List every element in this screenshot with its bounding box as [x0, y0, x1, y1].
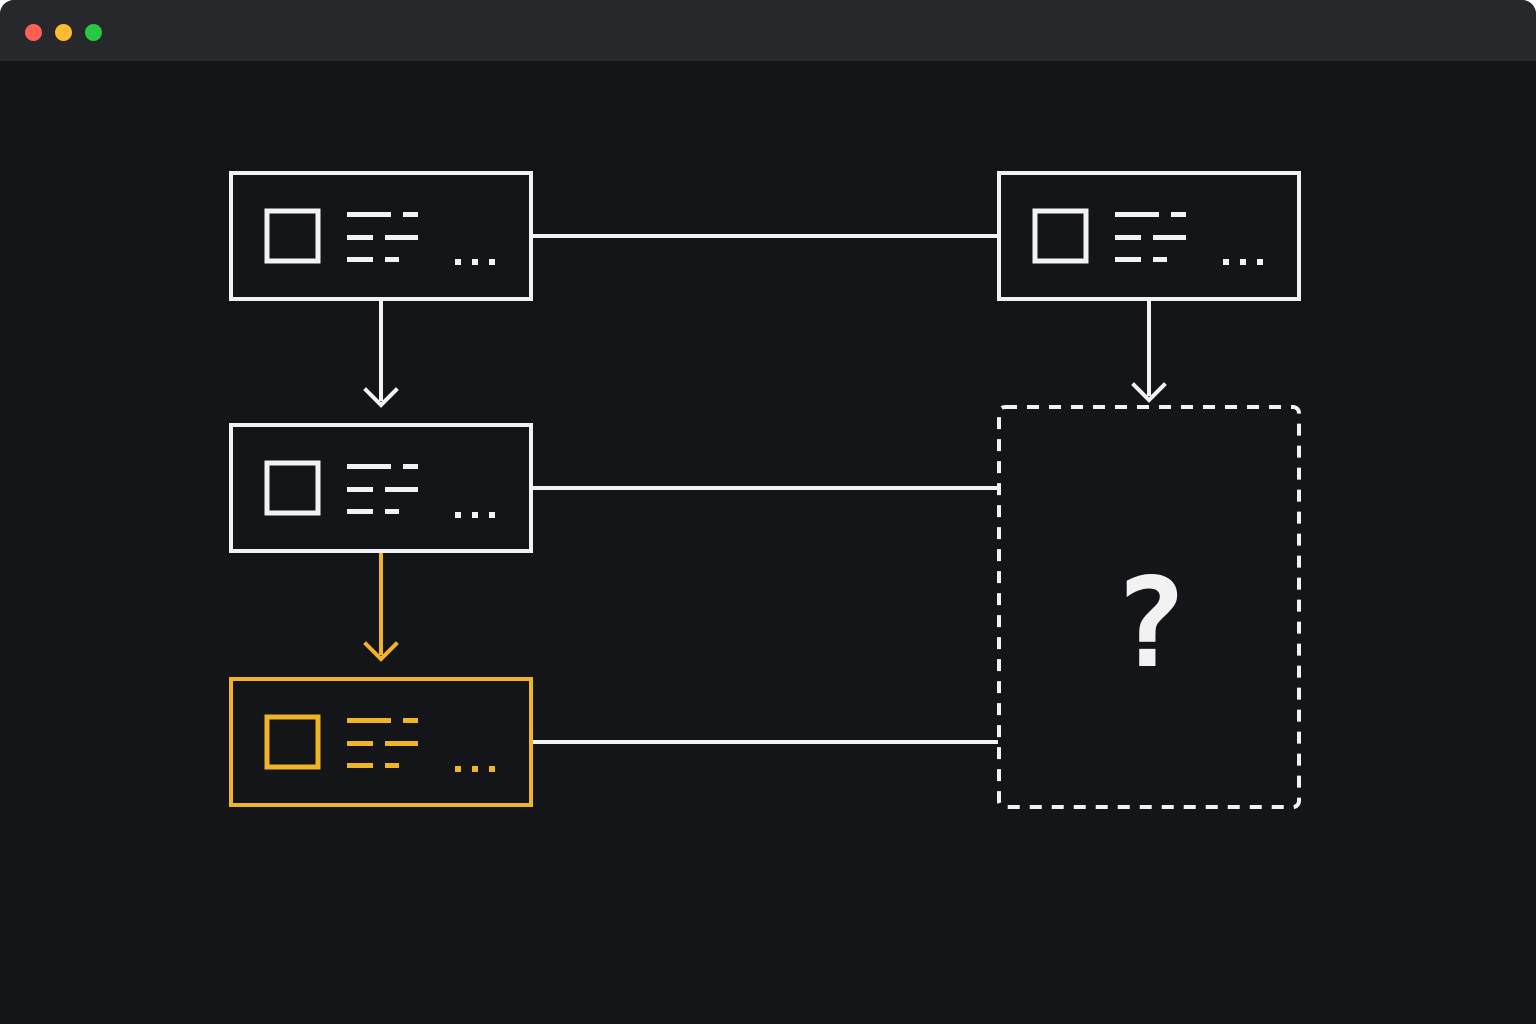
- text-lines-icon: [347, 212, 418, 262]
- node-checkbox-icon: [264, 208, 321, 264]
- arrow-left-top: [363, 297, 399, 408]
- ellipsis-icon: [1223, 259, 1263, 265]
- flow-diagram: ?: [229, 171, 1301, 809]
- ellipsis-icon: [455, 512, 495, 518]
- ellipsis-icon: [455, 259, 495, 265]
- zoom-button[interactable]: [85, 24, 102, 41]
- text-lines-icon: [1115, 212, 1186, 262]
- ellipsis-icon: [455, 766, 495, 772]
- placeholder-node[interactable]: ?: [997, 405, 1301, 809]
- text-lines-icon: [347, 718, 418, 768]
- close-button[interactable]: [25, 24, 42, 41]
- diagram-canvas: ?: [0, 61, 1536, 1024]
- node-checkbox-icon: [264, 460, 321, 516]
- arrow-left-bottom: [363, 550, 399, 662]
- node-middle-left[interactable]: [229, 423, 533, 553]
- question-mark-icon: ?: [1113, 552, 1188, 696]
- title-bar: [0, 0, 1536, 61]
- text-lines-icon: [347, 464, 418, 514]
- arrow-right-top: [1131, 297, 1167, 403]
- node-checkbox-icon: [264, 714, 321, 770]
- node-bottom-left-highlighted[interactable]: [229, 677, 533, 807]
- node-checkbox-icon: [1032, 208, 1089, 264]
- node-top-right[interactable]: [997, 171, 1301, 301]
- minimize-button[interactable]: [55, 24, 72, 41]
- node-top-left[interactable]: [229, 171, 533, 301]
